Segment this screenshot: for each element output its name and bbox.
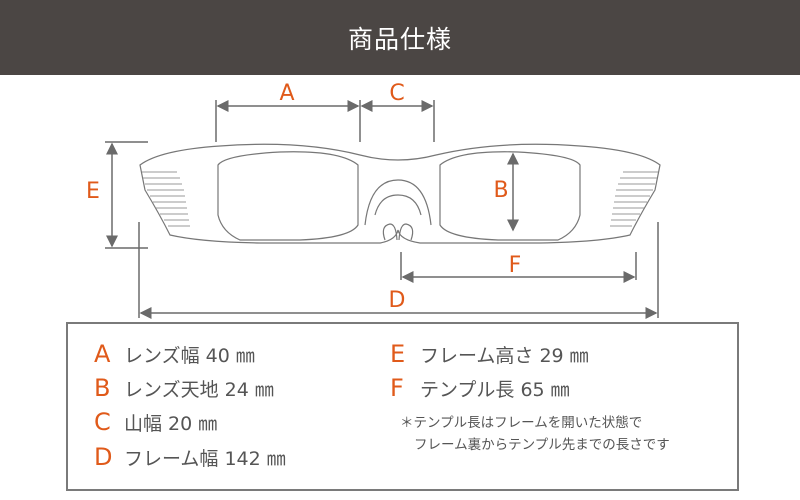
dimension-lines xyxy=(105,100,659,319)
note-line-2: フレーム裏からテンプル先までの長さです xyxy=(414,437,670,453)
label-e: E xyxy=(86,179,100,204)
spec-box xyxy=(66,322,739,491)
glasses-diagram: A C E B F D xyxy=(86,81,661,319)
label-b: B xyxy=(493,178,508,203)
label-d: D xyxy=(389,288,406,313)
glasses-frame xyxy=(139,143,661,244)
note-line-1: ＊テンプル長はフレームを開いた状態で xyxy=(400,415,643,431)
label-c: C xyxy=(389,81,404,106)
label-f: F xyxy=(509,253,522,278)
page-title: 商品仕様 xyxy=(347,24,452,54)
header-bar: 商品仕様 xyxy=(0,0,800,75)
label-a: A xyxy=(279,81,294,106)
